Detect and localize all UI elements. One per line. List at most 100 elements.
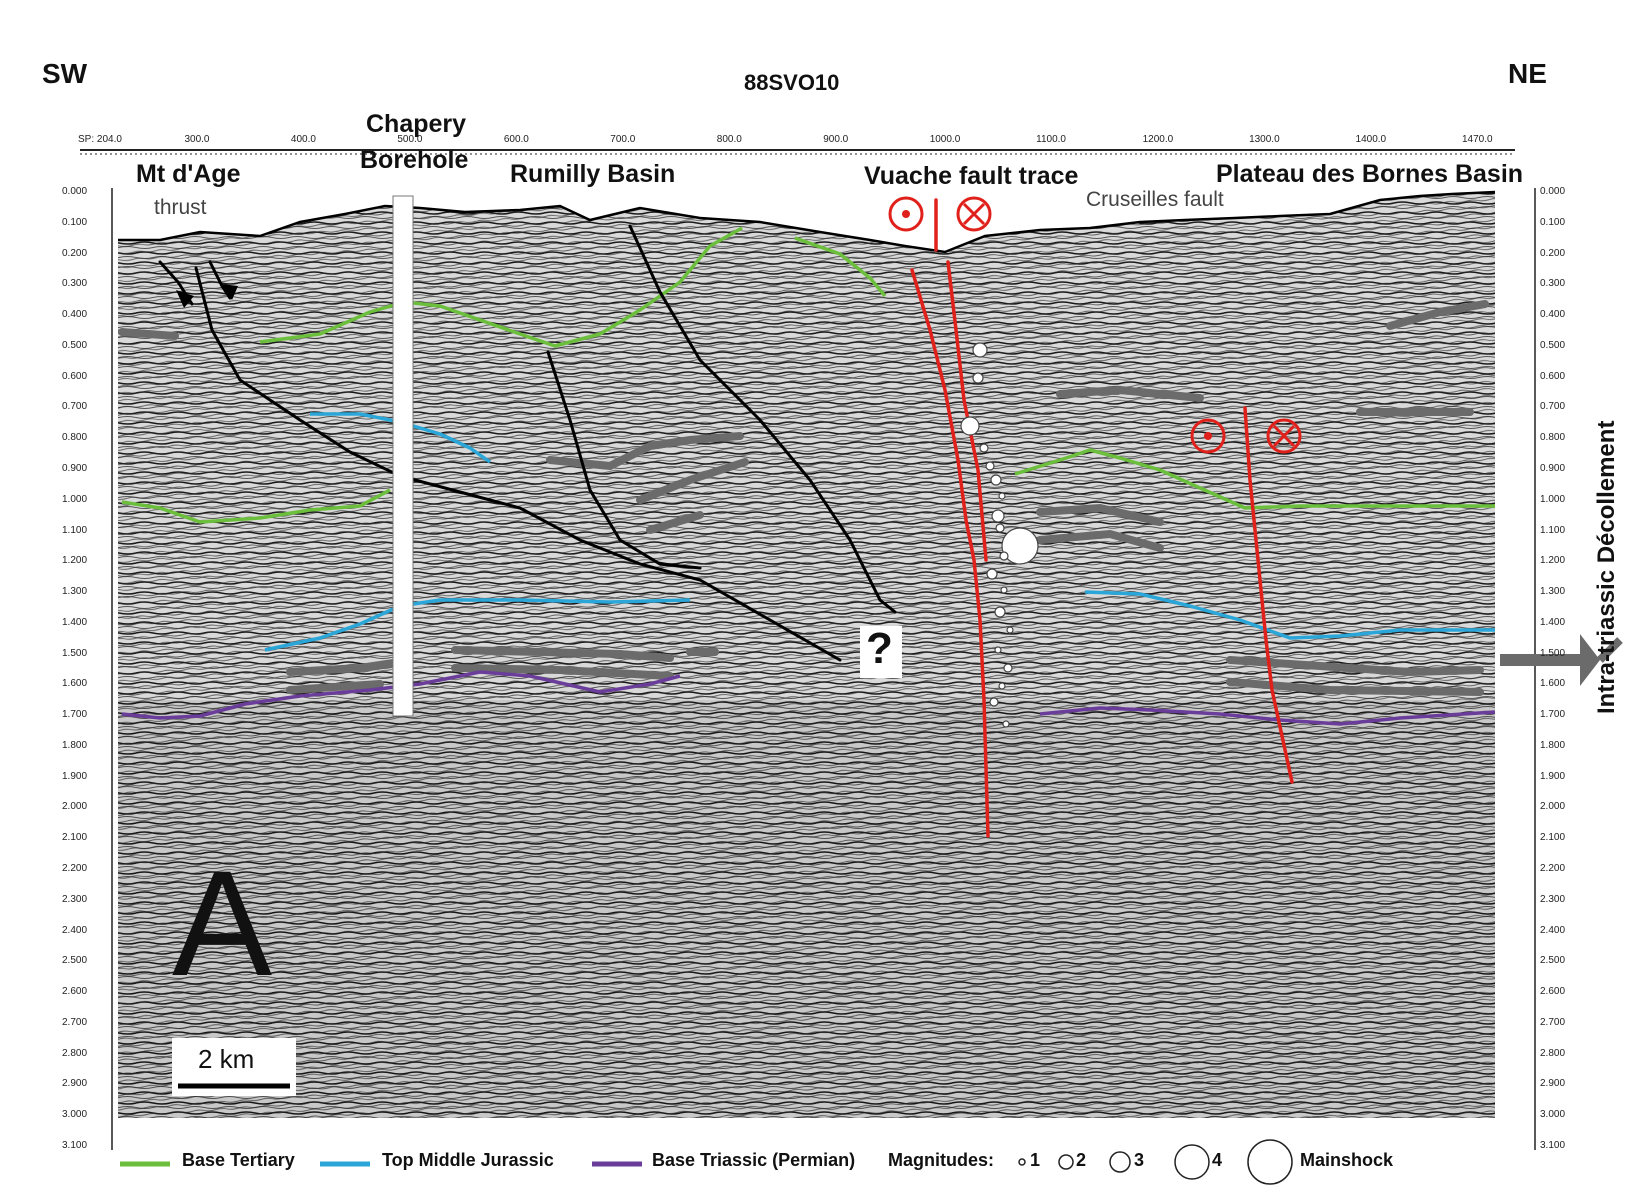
time-tick-label-left: 1.100 [62, 524, 88, 536]
time-tick-label-right: 1.700 [1540, 709, 1566, 721]
legend-mag-3: 3 [1134, 1150, 1145, 1170]
earthquake-hypocenters [960, 342, 1039, 728]
label-plateau-des-bornes: Plateau des Bornes Basin [1216, 160, 1524, 188]
label-rumilly-basin: Rumilly Basin [510, 160, 676, 188]
chapery-borehole [392, 195, 414, 717]
time-tick-label-right: 2.800 [1540, 1047, 1566, 1059]
sp-tick-label: 400.0 [290, 134, 316, 145]
time-tick-label-right: 0.200 [1540, 247, 1566, 259]
time-tick-label-left: 3.000 [62, 1109, 88, 1121]
time-tick-label-right: 2.300 [1540, 893, 1566, 905]
decollement-label: Intra-triassic Décollement [1593, 420, 1620, 714]
thrust-faults [158, 224, 897, 662]
time-tick-label-right: 0.800 [1540, 432, 1566, 444]
time-tick-label-right: 0.500 [1540, 339, 1566, 351]
time-tick-label-left: 0.600 [62, 370, 88, 382]
profile-title: 88SVO10 [744, 70, 840, 95]
base-tertiary-horizons [121, 226, 1495, 524]
question-mark-box [860, 626, 902, 678]
time-tick-label-right: 2.900 [1540, 1078, 1566, 1090]
legend-mag-2: 2 [1076, 1150, 1087, 1170]
time-tick-label-right: 1.200 [1540, 555, 1566, 567]
legend-magnitudes: Magnitudes: [888, 1150, 994, 1170]
grey-reflectors [118, 300, 1489, 696]
direction-ne: NE [1508, 58, 1547, 89]
legend-top-middle-jurassic: Top Middle Jurassic [382, 1150, 554, 1170]
time-tick-label-left: 2.000 [62, 801, 88, 813]
time-tick-label-left: 0.100 [62, 216, 88, 228]
legend-magnitude-circles [1018, 1139, 1293, 1185]
time-tick-label-right: 1.400 [1540, 616, 1566, 628]
question-mark: ? [866, 624, 893, 673]
time-tick-label-right: 0.000 [1540, 186, 1566, 197]
legend-mag-4: 4 [1212, 1150, 1223, 1170]
sp-tick-label: 1200.0 [1142, 134, 1174, 145]
legend-base-tertiary: Base Tertiary [182, 1150, 295, 1170]
legend-base-triassic: Base Triassic (Permian) [652, 1150, 856, 1170]
sp-tick-label: SP: 204.0 [78, 134, 122, 145]
sp-tick-label: 1000.0 [929, 134, 961, 145]
time-tick-label-right: 1.900 [1540, 770, 1566, 782]
panel-letter: A [172, 839, 273, 1007]
time-tick-label-right: 1.600 [1540, 678, 1566, 690]
seismic-data-area [118, 192, 1495, 1118]
sp-tick-label: 1400.0 [1355, 134, 1387, 145]
cruseilles-fault [1243, 406, 1294, 784]
sp-tick-label: 600.0 [503, 134, 529, 145]
out-of-page-symbol-2 [1190, 418, 1226, 454]
time-tick-label-left: 1.600 [62, 678, 88, 690]
time-tick-label-right: 1.100 [1540, 524, 1566, 536]
time-tick-label-left: 0.700 [62, 401, 88, 413]
legend-mag-1: 1 [1030, 1150, 1041, 1170]
thrust-arrow-2 [222, 284, 238, 300]
time-tick-label-left: 1.400 [62, 616, 88, 628]
decollement-arrow [1500, 634, 1600, 686]
time-tick-label-right: 0.600 [1540, 370, 1566, 382]
topography-line [118, 190, 1496, 254]
time-tick-label-left: 2.800 [62, 1047, 88, 1059]
time-tick-label-right: 1.800 [1540, 739, 1566, 751]
time-tick-label-left: 0.800 [62, 432, 88, 444]
time-tick-label-right: 2.600 [1540, 986, 1566, 998]
time-tick-label-left: 0.200 [62, 247, 88, 259]
sp-tick-label: 300.0 [184, 134, 210, 145]
time-tick-label-left: 1.300 [62, 586, 88, 598]
time-tick-label-left: 2.100 [62, 832, 88, 844]
time-tick-label-right: 1.300 [1540, 586, 1566, 598]
time-tick-label-right: 2.200 [1540, 863, 1566, 875]
time-tick-label-left: 1.700 [62, 709, 88, 721]
label-thrust: thrust [154, 196, 207, 219]
time-tick-label-left: 0.400 [62, 309, 88, 321]
label-vuache-fault: Vuache fault trace [864, 162, 1079, 190]
sp-tick-label: 800.0 [716, 134, 742, 145]
time-tick-label-left: 1.500 [62, 647, 88, 659]
time-tick-label-left: 1.900 [62, 770, 88, 782]
sp-tick-label: 500.0 [397, 134, 423, 145]
into-page-symbol-2 [1266, 418, 1302, 454]
sp-tick-label: 900.0 [823, 134, 849, 145]
time-tick-label-right: 2.500 [1540, 955, 1566, 967]
time-tick-label-right: 3.100 [1540, 1140, 1566, 1151]
time-tick-label-right: 0.400 [1540, 309, 1566, 321]
time-tick-label-left: 0.900 [62, 462, 88, 474]
time-tick-label-right: 0.700 [1540, 401, 1566, 413]
into-page-symbol [956, 196, 992, 232]
label-chapery: Chapery [366, 110, 467, 138]
time-tick-label-right: 1.000 [1540, 493, 1566, 505]
time-tick-label-left: 2.600 [62, 986, 88, 998]
time-tick-label-right: 2.100 [1540, 832, 1566, 844]
time-tick-label-left: 2.300 [62, 893, 88, 905]
time-tick-label-left: 1.000 [62, 493, 88, 505]
time-tick-label-left: 2.500 [62, 955, 88, 967]
time-tick-label-left: 2.200 [62, 863, 88, 875]
vuache-fault [910, 198, 990, 838]
time-tick-label-right: 2.700 [1540, 1016, 1566, 1028]
time-tick-label-right: 0.100 [1540, 216, 1566, 228]
time-tick-label-right: 3.000 [1540, 1109, 1566, 1121]
thrust-arrow-1 [176, 290, 194, 308]
sp-tick-label: 1100.0 [1036, 134, 1066, 145]
time-tick-label-left: 0.000 [62, 186, 88, 197]
time-tick-label-right: 0.900 [1540, 462, 1566, 474]
time-tick-label-left: 2.700 [62, 1016, 88, 1028]
sp-tick-label: 1470.0 [1462, 134, 1493, 145]
